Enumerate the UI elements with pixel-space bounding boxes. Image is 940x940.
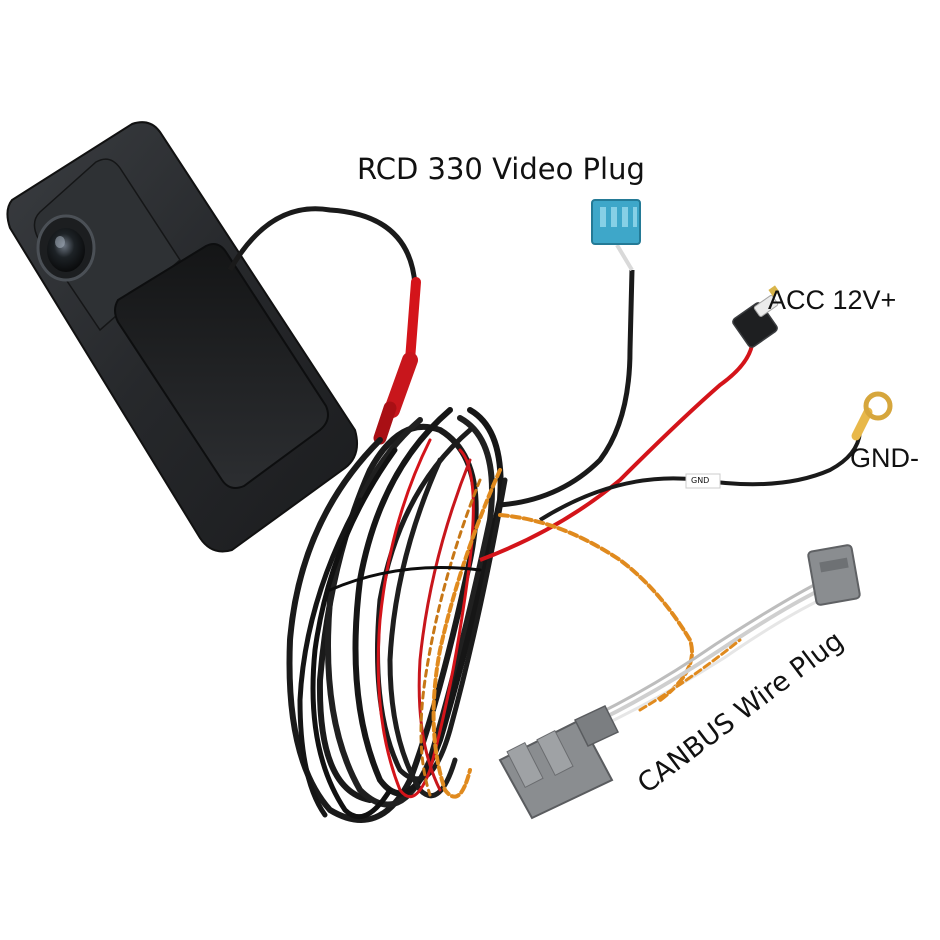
gnd-tag-text: GND bbox=[691, 476, 710, 485]
gnd-wire bbox=[538, 431, 862, 522]
gnd-wire-tag bbox=[685, 473, 721, 489]
fuse-holder-icon bbox=[732, 285, 780, 348]
gnd-label: GND- bbox=[850, 443, 919, 473]
gnd-ring-terminal bbox=[851, 391, 893, 441]
camera-cable bbox=[227, 206, 418, 286]
video-plug-wire bbox=[499, 243, 635, 508]
canbus-main-plug bbox=[498, 705, 620, 820]
camera-handle bbox=[6, 121, 358, 553]
canbus-small-plug bbox=[807, 544, 861, 606]
red-rca-connector bbox=[373, 277, 421, 445]
rcd-video-plug-label: RCD 330 Video Plug bbox=[357, 152, 645, 186]
acc-label: ACC 12V+ bbox=[768, 285, 897, 315]
camera-lens-icon bbox=[36, 214, 96, 282]
coiled-cable-bundle bbox=[286, 407, 508, 823]
video-plug-connector bbox=[591, 199, 641, 245]
acc-wire bbox=[479, 329, 762, 562]
canbus-wires bbox=[498, 513, 826, 728]
